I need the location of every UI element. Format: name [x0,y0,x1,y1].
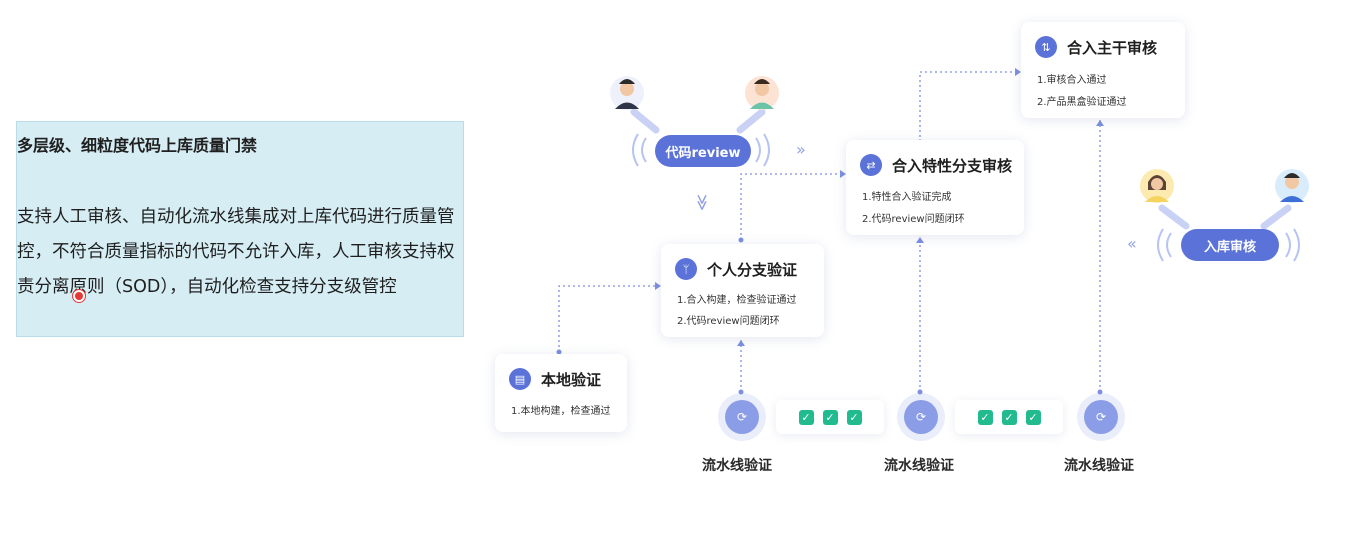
check-icon: ✓ [1001,409,1017,425]
card-item: 1.本地构建，检查通过 [511,406,611,417]
card-item: 2.代码review问题闭环 [677,316,780,327]
card-title: 个人分支验证 [707,260,798,279]
avatar-male-blue [1275,169,1309,203]
cursor-icon [73,290,85,302]
double-right-arrow-icon: » [796,140,806,159]
check-icon: ✓ [798,409,814,425]
card-title: 合入主干审核 [1067,38,1158,57]
pipeline-label: 流水线验证 [1064,458,1134,474]
check-icon: ✓ [822,409,838,425]
double-down-arrow-icon: ≫ [692,194,712,211]
card-item: 1.特性合入验证完成 [862,192,952,203]
double-left-arrow-icon: « [1127,234,1137,253]
pipeline-label: 流水线验证 [702,458,772,474]
pipeline-icon: ⟳ [904,400,938,434]
merge-icon: ⇄ [860,154,882,176]
local-verify-card: ▤ 本地验证 1.本地构建，检查通过 [495,354,627,432]
avatar-male-green [745,76,779,110]
card-title: 合入特性分支审核 [892,156,1013,175]
avatar-female [1140,169,1174,203]
card-item: 1.合入构建，检查验证通过 [677,295,797,306]
check-icon: ✓ [1025,409,1041,425]
document-icon: ▤ [509,368,531,390]
code-review-pill: 代码review [655,135,751,167]
intro-body: 支持人工审核、自动化流水线集成对上库代码进行质量管控，不符合质量指标的代码不允许… [17,207,455,297]
pipeline-icon: ⟳ [725,400,759,434]
check-icon: ✓ [977,409,993,425]
merge-request-icon: ⇅ [1035,36,1057,58]
pipeline-label: 流水线验证 [884,458,954,474]
pipeline-icon: ⟳ [1084,400,1118,434]
storage-review-pill: 入库审核 [1181,229,1279,261]
avatar-male-suit [610,76,644,110]
check-icon: ✓ [846,409,862,425]
intro-title: 多层级、细粒度代码上库质量门禁 [17,136,258,155]
check-group: ✓ ✓ ✓ [776,400,884,434]
trunk-merge-card: ⇅ 合入主干审核 1.审核合入通过 2.产品黑盒验证通过 [1021,22,1185,118]
personal-branch-card: ᛘ 个人分支验证 1.合入构建，检查验证通过 2.代码review问题闭环 [661,244,824,337]
feature-branch-card: ⇄ 合入特性分支审核 1.特性合入验证完成 2.代码review问题闭环 [846,140,1024,235]
intro-panel: 多层级、细粒度代码上库质量门禁 支持人工审核、自动化流水线集成对上库代码进行质量… [16,121,464,337]
branch-icon: ᛘ [675,258,697,280]
card-item: 1.审核合入通过 [1037,75,1107,86]
card-title: 本地验证 [541,370,602,389]
check-group: ✓ ✓ ✓ [955,400,1063,434]
card-item: 2.产品黑盒验证通过 [1037,97,1127,108]
card-item: 2.代码review问题闭环 [862,214,965,225]
